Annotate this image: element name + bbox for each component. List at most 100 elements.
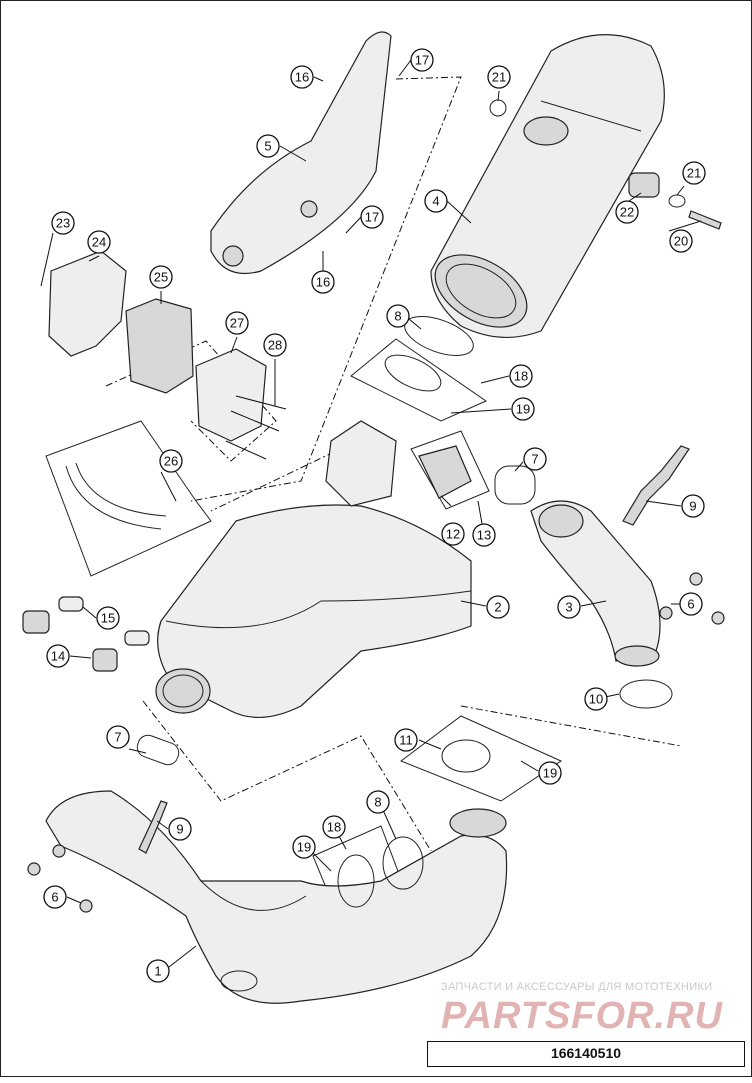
group-frames (45, 338, 563, 937)
svg-text:28: 28 (268, 338, 282, 353)
callout-25: 25 (149, 265, 173, 289)
svg-text:26: 26 (164, 454, 178, 469)
clamp-top (384, 354, 442, 392)
svg-text:24: 24 (92, 235, 106, 250)
svg-text:12: 12 (446, 527, 460, 542)
nut (52, 844, 66, 858)
svg-text:9: 9 (176, 822, 183, 837)
callout-24: 24 (87, 230, 111, 254)
svg-text:6: 6 (687, 597, 694, 612)
callout-5: 5 (256, 134, 280, 158)
screw (235, 395, 287, 410)
svg-text:10: 10 (589, 692, 603, 707)
frame-clamp-11 (399, 715, 563, 802)
svg-text:16: 16 (316, 275, 330, 290)
callout-22: 22 (615, 200, 639, 224)
nut (27, 862, 41, 876)
callout-1: 1 (146, 959, 170, 983)
cable-part (65, 462, 167, 530)
washer-top (489, 99, 507, 117)
watermark-logo: PARTSFOR.RU (441, 995, 723, 1037)
svg-text:6: 6 (51, 890, 58, 905)
nut (689, 572, 703, 586)
svg-text:5: 5 (264, 139, 271, 154)
svg-text:8: 8 (394, 309, 401, 324)
bracket-part (48, 250, 127, 357)
callout-21-right: 21 (682, 161, 706, 185)
callout-11: 11 (394, 728, 418, 752)
callout-4: 4 (424, 189, 448, 213)
rear-pipe-part (530, 500, 661, 667)
header-part (45, 790, 508, 1004)
callout-28: 28 (263, 333, 287, 357)
svg-text:19: 19 (516, 402, 530, 417)
plug-b (92, 648, 118, 672)
clamp-bracket-part (418, 445, 472, 499)
screw (230, 410, 280, 432)
callout-26: 26 (159, 449, 183, 473)
callout-19-top: 19 (511, 397, 535, 421)
clamp-bottom (337, 854, 375, 908)
svg-text:17: 17 (415, 53, 429, 68)
callout-18-bottom: 18 (322, 815, 346, 839)
svg-text:25: 25 (154, 270, 168, 285)
bolt-part (688, 210, 722, 230)
svg-text:1: 1 (154, 964, 161, 979)
cover-part (195, 348, 267, 442)
svg-text:19: 19 (543, 766, 557, 781)
callout-16-bottom: 16 (311, 270, 335, 294)
actuator-part (125, 298, 194, 394)
callout-17-bottom: 17 (360, 205, 384, 229)
diagram-id-label: 166140510 (427, 1041, 745, 1067)
svg-text:14: 14 (51, 649, 65, 664)
callout-2: 2 (486, 595, 510, 619)
callout-10: 10 (584, 687, 608, 711)
svg-text:16: 16 (295, 70, 309, 85)
callout-16-top: 16 (290, 65, 314, 89)
nut (659, 606, 673, 620)
assembly-lines (105, 76, 682, 852)
screw (225, 440, 267, 460)
svg-text:21: 21 (492, 70, 506, 85)
plug-a (22, 610, 50, 634)
svg-text:21: 21 (687, 166, 701, 181)
washer-side (668, 194, 686, 208)
svg-text:3: 3 (565, 600, 572, 615)
valve-part (325, 420, 397, 507)
assembly-line-actuator (105, 340, 277, 462)
assembly-line-heat-shield (190, 76, 462, 502)
callout-7-top: 7 (523, 447, 547, 471)
callout-19-bottom: 19 (292, 835, 316, 859)
small-parts (22, 99, 725, 913)
callout-9-top: 9 (681, 494, 705, 518)
callout-19-right: 19 (538, 761, 562, 785)
muffler-part (430, 34, 665, 338)
gasket-top (494, 465, 536, 505)
svg-text:27: 27 (230, 316, 244, 331)
assembly-line-header-clamp (142, 700, 432, 852)
clamp-11-part (441, 739, 491, 773)
callout-18-top: 18 (509, 364, 533, 388)
svg-text:7: 7 (114, 730, 121, 745)
callout-15: 15 (96, 606, 120, 630)
gasket-bottom (136, 734, 180, 766)
svg-text:7: 7 (531, 452, 538, 467)
callout-12: 12 (441, 522, 465, 546)
svg-text:18: 18 (327, 820, 341, 835)
callout-8-top: 8 (386, 304, 410, 328)
assembly-line-cable (210, 438, 362, 512)
sensor-top (622, 445, 690, 526)
svg-text:9: 9 (689, 499, 696, 514)
svg-text:2: 2 (494, 600, 501, 615)
callout-6-left: 6 (43, 885, 67, 909)
frame-cable-26 (45, 420, 212, 577)
svg-text:17: 17 (365, 210, 379, 225)
callout-14: 14 (46, 644, 70, 668)
grommet-part (628, 172, 660, 198)
callout-27: 27 (225, 311, 249, 335)
cap-b (124, 630, 150, 646)
nut (79, 899, 93, 913)
callout-23: 23 (51, 211, 75, 235)
